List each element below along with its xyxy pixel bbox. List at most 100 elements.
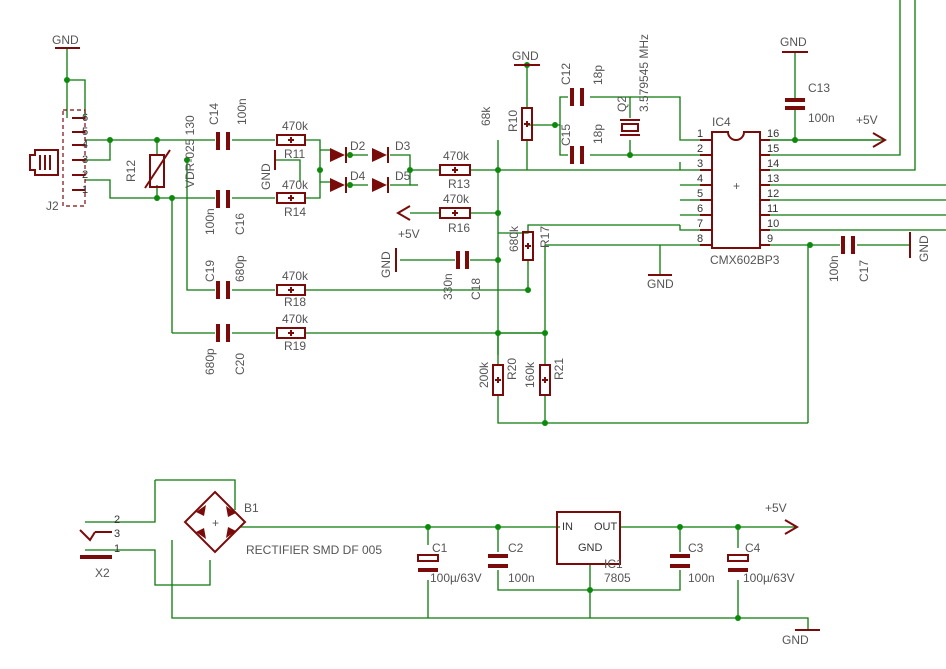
pin-number: 2 — [82, 169, 88, 181]
resistor-r16: 470k R16 — [439, 192, 471, 235]
capacitor-c15: C15 18p — [559, 124, 605, 164]
gnd-label: GND — [780, 35, 807, 49]
c14-label: C14 — [207, 103, 221, 125]
resistor-r13: 470k R13 — [439, 149, 471, 191]
c19-label: C19 — [203, 260, 217, 282]
capacitor-c3: C3 100n — [670, 541, 715, 585]
ic4-pin-number: 15 — [767, 143, 779, 155]
gnd-symbols: GND GND GND GND GND GND GND GND — [52, 33, 931, 647]
resistor-r14: 470k R14 — [276, 178, 309, 219]
r16-label: R16 — [448, 221, 470, 235]
capacitor-c16: 100n C16 — [203, 190, 247, 235]
ic4-chip: + IC4 CMX602BP3 1 2 3 4 5 6 7 8 16 15 14… — [697, 115, 780, 267]
ic1-value: 7805 — [604, 571, 631, 585]
regulator-ic1: IN OUT GND IC1 7805 — [556, 511, 631, 585]
capacitor-c2: C2 100n — [488, 541, 535, 585]
r17-value: 680k — [507, 225, 521, 252]
vcc-label: +5V — [856, 113, 878, 127]
c12-label: C12 — [559, 63, 573, 85]
pin-number: 4 — [82, 139, 88, 151]
vcc-label: +5V — [398, 227, 420, 241]
x2-pin-number: 1 — [114, 543, 120, 555]
capacitor-c14: C14 100n — [207, 98, 249, 150]
c3-value: 100n — [688, 571, 715, 585]
pin-number: 3 — [82, 154, 88, 166]
x2-pin-number: 2 — [114, 514, 120, 526]
c12-value: 18p — [591, 65, 605, 85]
r21-label: R21 — [552, 358, 566, 380]
ic4-pin-number: 6 — [697, 203, 703, 215]
c14-value: 100n — [235, 98, 249, 125]
c4-label: C4 — [745, 541, 761, 555]
r10-label: R10 — [506, 110, 520, 132]
crystal-q2: Q2 3.579545 MHz — [615, 34, 651, 136]
r13-value: 470k — [443, 149, 470, 163]
vdr-value: VDR-025 130 — [183, 115, 197, 188]
c13-label: C13 — [808, 81, 830, 95]
svg-text:+: + — [212, 516, 219, 530]
resistor-r10: 68k R10 — [479, 106, 533, 141]
r11-value: 470k — [282, 119, 309, 133]
capacitor-c1: C1 100µ/63V — [417, 541, 482, 585]
c19-value: 680p — [233, 255, 247, 282]
c18-label: C18 — [469, 278, 483, 300]
c1-value: 100µ/63V — [430, 571, 482, 585]
ic4-pin-number: 13 — [767, 173, 779, 185]
ic4-pin-number: 7 — [697, 218, 703, 230]
d3-label: D3 — [395, 139, 411, 153]
pin-number: 6 — [82, 112, 88, 124]
capacitor-c13: C13 100n — [785, 81, 835, 125]
r18-value: 470k — [282, 269, 309, 283]
ic1-label: IC1 — [604, 557, 623, 571]
ic4-pin-number: 10 — [767, 218, 779, 230]
ic4-pin-number: 2 — [697, 143, 703, 155]
c2-label: C2 — [508, 541, 524, 555]
ic4-pin-number: 12 — [767, 188, 779, 200]
gnd-label: GND — [379, 251, 393, 278]
c2-value: 100n — [508, 571, 535, 585]
c13-value: 100n — [808, 111, 835, 125]
c20-value: 680p — [203, 348, 217, 375]
r20-value: 200k — [477, 361, 491, 388]
pin-number: 1 — [82, 184, 88, 196]
gnd-label: GND — [259, 163, 273, 190]
r13-label: R13 — [448, 177, 470, 191]
resistor-r20: 200k R20 — [477, 358, 519, 396]
ic4-pin-number: 3 — [697, 158, 703, 170]
gnd-label: GND — [917, 235, 931, 262]
svg-text:+: + — [733, 179, 740, 193]
vcc-symbols: +5V +5V +5V — [396, 113, 887, 535]
c16-value: 100n — [203, 208, 217, 235]
resistor-r17: 680k R17 — [507, 225, 552, 261]
gnd-label: GND — [52, 33, 79, 47]
ic4-pin-number: 14 — [767, 158, 779, 170]
capacitor-c18: 330n C18 — [441, 251, 483, 300]
r20-label: R20 — [505, 358, 519, 380]
b1-label: B1 — [244, 501, 259, 515]
ic1-gnd-label: GND — [578, 542, 603, 554]
gnd-label: GND — [647, 277, 674, 291]
ic4-pin-number: 5 — [697, 188, 703, 200]
wires — [66, 0, 946, 630]
r19-label: R19 — [284, 339, 306, 353]
c3-label: C3 — [688, 541, 704, 555]
c17-label: C17 — [857, 260, 871, 282]
q2-label: Q2 — [615, 96, 629, 112]
j2-label: J2 — [46, 199, 59, 213]
capacitor-c20: 680p C20 — [203, 324, 247, 375]
varistor-r12: R12 VDR-025 130 — [124, 115, 197, 189]
ic1-out-label: OUT — [594, 521, 618, 533]
r10-value: 68k — [479, 106, 493, 126]
ic4-pin-number: 9 — [767, 233, 773, 245]
x2-label: X2 — [95, 566, 110, 580]
ic4-pin-number: 16 — [767, 128, 779, 140]
r16-value: 470k — [443, 192, 470, 206]
ic4-pin-number: 11 — [767, 203, 778, 215]
c4-value: 100µ/63V — [743, 571, 795, 585]
c1-label: C1 — [432, 541, 448, 555]
r19-value: 470k — [282, 312, 309, 326]
ic4-pin-number: 4 — [697, 173, 703, 185]
r14-label: R14 — [284, 205, 306, 219]
c17-value: 100n — [827, 255, 841, 282]
resistor-r21: 160k R21 — [523, 358, 566, 396]
